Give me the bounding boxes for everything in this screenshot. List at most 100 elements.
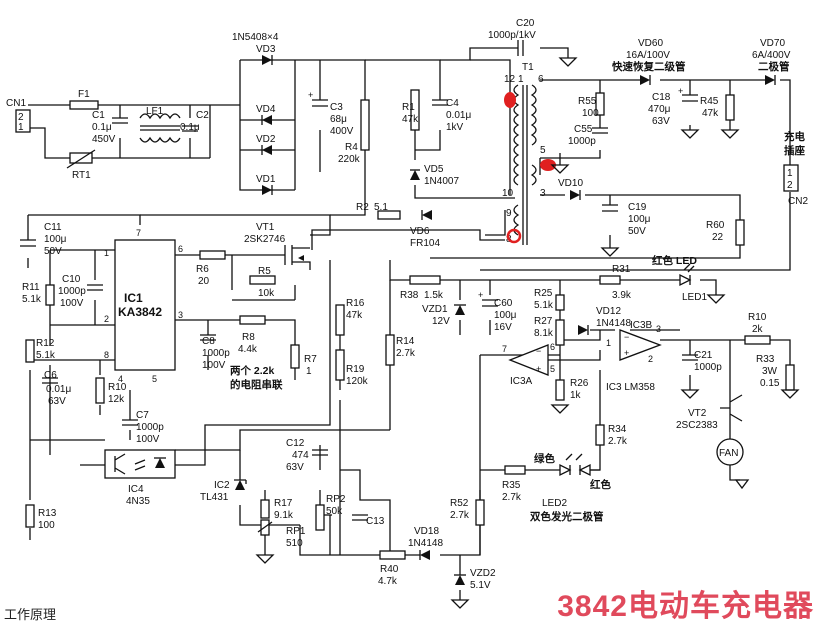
c3-voltage: 400V [330,126,354,137]
t1-pin-1: 1 [518,74,524,85]
fan-label: FAN [719,448,738,459]
c10-value: 1000p [58,286,86,297]
c18-voltage: 63V [652,116,670,127]
c55-value: 1000p [568,136,596,147]
ic1-pin-3: 3 [178,310,183,320]
ic3a-pin-5: 5 [550,364,555,374]
resistor-r31: R31 3.9k [599,264,632,301]
r12-name: R12 [36,338,55,349]
r5-value: 10k [258,288,275,299]
svg-text:+: + [624,348,629,358]
capacitor-c2: C2 0.1μ [180,110,209,133]
vzd2-name: VZD2 [470,568,496,579]
vd5-value: 1N4007 [424,176,459,187]
led1: 红色 LED LED1 [652,254,707,303]
r25-name: R25 [534,288,553,299]
red-marks [504,92,556,244]
capacitor-c12: C12 474 63V [286,438,328,473]
c11-value: 100μ [44,234,67,245]
c8-value: 1000p [202,348,230,359]
c6-value: 0.01μ [46,384,71,395]
led2-bicolor: 绿色 红色 LED2 双色发光二极管 [529,452,611,523]
resistor-r34: R34 2.7k [595,424,628,447]
r40-value: 4.7k [378,576,398,587]
c6-name: C6 [44,370,57,381]
svg-text:−: − [536,346,541,356]
r26-value: 1k [570,390,582,401]
r4-value: 220k [338,154,361,165]
c20-value: 1000p/1kV [488,30,536,41]
capacitor-c60: + C60 100μ 16V [478,290,517,333]
note-line-2: 的电阻串联 [230,378,283,391]
resistor-r27: R27 8.1k [534,316,565,346]
r2-value: 5.1 [374,202,388,213]
t1-pin-10: 10 [502,188,514,199]
resistor-r4: R4 220k [338,99,370,165]
r40-name: R40 [380,564,399,575]
ic1-ka3842: IC1 KA3842 7 1 6 2 3 8 4 5 [104,228,183,384]
led1-color-label: 红色 LED [652,254,697,267]
vd1-label: VD1 [256,174,276,185]
vd70-name: VD70 [760,38,785,49]
ic1-name: IC1 [124,291,143,305]
r52-name: R52 [450,498,469,509]
resistor-r13: R13 100 [25,504,57,531]
transformer-t1: T1 12 1 6 5 3 10 9 8 [502,62,546,245]
r38-name: R38 [400,290,419,301]
vd12-value: 1N4148 [596,318,631,329]
resistor-r6: R6 20 [196,250,226,287]
diode-vd12: VD12 1N4148 [578,306,631,335]
ic2-name: IC2 [214,480,230,491]
resistor-r17: R17 9.1k [260,498,294,521]
r16-name: R16 [346,298,365,309]
resistor-r10-2k: R10 2k [744,312,771,345]
r35-value: 2.7k [502,492,522,503]
resistor-r8: R8 4.4k [238,315,266,355]
resistor-r60: R60 22 [706,219,745,246]
c7-voltage: 100V [136,434,160,445]
r33-name: R33 [756,354,775,365]
svg-text:+: + [536,364,541,374]
r60-value: 22 [712,232,724,243]
f1-label: F1 [78,89,90,100]
note-two-resistors: 两个 2.2k 的电阻串联 [230,364,283,391]
cn2-pin-1: 1 [787,168,793,179]
watermark-title: 3842电动车充电器 [557,590,814,623]
r19-value: 120k [346,376,369,387]
resistor-r16: R16 47k [335,298,365,336]
r8-value: 4.4k [238,344,258,355]
charge-port-label-1: 充电 [784,130,805,143]
caption: 工作原理 [4,607,57,622]
c4-voltage: 1kV [446,122,464,133]
led2-name: LED2 [542,498,567,509]
r6-value: 20 [198,276,210,287]
c12-name: C12 [286,438,305,449]
red-mark-pin1 [504,92,516,108]
vd60-name: VD60 [638,38,663,49]
capacitor-c20: C20 1000p/1kV [488,18,536,56]
ic3a-label: IC3A [510,376,533,387]
svg-text:−: − [624,332,629,342]
c13-label: C13 [366,516,385,527]
transistor-vt2: VT2 2SC2383 [676,394,743,431]
capacitor-c10: C10 1000p 100V [58,274,103,309]
rp1-value: 510 [286,538,303,549]
note-line-1: 两个 2.2k [230,364,275,377]
c10-name: C10 [62,274,81,285]
vd70-desc: 二极管 [758,60,790,73]
c60-value: 100μ [494,310,517,321]
resistor-r40: R40 4.7k [378,550,406,587]
r35-name: R35 [502,480,521,491]
r17-value: 9.1k [274,510,294,521]
led2-green-label: 绿色 [534,452,555,465]
lf1-label: LF1 [146,106,164,117]
r4-name: R4 [345,142,358,153]
ic3a-pin-7: 7 [502,344,507,354]
cn1-pin-1: 1 [18,122,24,133]
r45-name: R45 [700,96,719,107]
capacitor-c18: + C18 470μ 63V [648,86,698,127]
resistor-r11: R11 5.1k [22,282,55,306]
cn1-connector: 2 1 CN1 [6,98,31,133]
r52-value: 2.7k [450,510,470,521]
c3-value: 68μ [330,114,347,125]
